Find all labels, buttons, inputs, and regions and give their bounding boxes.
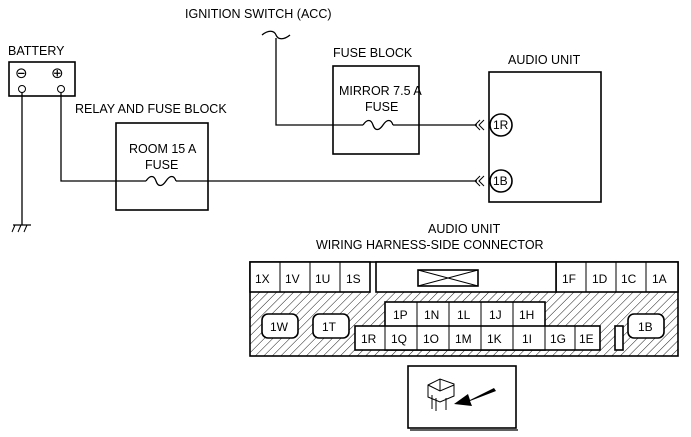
- battery-symbol: ⊖ ⊕: [8, 61, 76, 97]
- mirror-fuse-block: MIRROR 7.5 A FUSE: [332, 65, 422, 155]
- pin-1t: 1T: [322, 320, 337, 334]
- pin-1b: 1B: [638, 320, 653, 334]
- pin-1p: 1P: [393, 308, 408, 322]
- battery-label: BATTERY: [8, 44, 65, 58]
- mirror-fuse-icon: [362, 119, 394, 131]
- connector-arrow-1r-icon: [474, 119, 485, 131]
- audio-terminal-1b: 1B: [493, 174, 508, 188]
- pin-1i: 1I: [522, 332, 532, 346]
- pin-1w: 1W: [270, 320, 289, 334]
- pin-1r: 1R: [361, 332, 377, 346]
- battery-minus-sign: ⊖: [15, 65, 28, 82]
- fuse-block-label: FUSE BLOCK: [333, 46, 413, 60]
- room-fuse-sub-label: FUSE: [145, 158, 178, 172]
- pin-1h: 1H: [519, 308, 534, 322]
- connector-face: [249, 261, 679, 357]
- connector-arrow-1b-icon: [474, 175, 485, 187]
- pin-1f: 1F: [562, 272, 576, 286]
- pin-1e: 1E: [579, 332, 594, 346]
- audio-terminal-1r: 1R: [493, 118, 509, 132]
- room-fuse-icon: [145, 175, 177, 187]
- mirror-fuse-sub-label: FUSE: [365, 100, 398, 114]
- pin-1k: 1K: [487, 332, 502, 346]
- mirror-fuse-label: MIRROR 7.5 A: [339, 84, 422, 98]
- room-fuse-block: ROOM 15 A FUSE: [115, 122, 209, 211]
- audio-unit-label: AUDIO UNIT: [508, 53, 581, 67]
- pin-1l: 1L: [457, 308, 471, 322]
- pin-1n: 1N: [424, 308, 439, 322]
- pin-1u: 1U: [315, 272, 330, 286]
- connector-title: AUDIO UNIT: [428, 222, 501, 236]
- battery-plus-sign: ⊕: [51, 65, 64, 82]
- pin-1s: 1S: [346, 272, 361, 286]
- pin-1o: 1O: [423, 332, 439, 346]
- ground-icon: [11, 224, 31, 233]
- relay-fuse-block-label: RELAY AND FUSE BLOCK: [75, 102, 227, 116]
- pin-1x: 1X: [255, 272, 270, 286]
- pin-1a: 1A: [652, 272, 667, 286]
- connector-subtitle: WIRING HARNESS-SIDE CONNECTOR: [316, 238, 544, 252]
- pin-1g: 1G: [550, 332, 566, 346]
- pin-1q: 1Q: [391, 332, 407, 346]
- ignition-wire-break-icon: [261, 30, 291, 40]
- pin-1m: 1M: [455, 332, 472, 346]
- pin-1v: 1V: [285, 272, 300, 286]
- room-fuse-label: ROOM 15 A: [129, 142, 197, 156]
- connector-view-icon: [407, 365, 518, 431]
- pin-1c: 1C: [621, 272, 637, 286]
- pin-1d: 1D: [592, 272, 608, 286]
- ignition-switch-label: IGNITION SWITCH (ACC): [185, 7, 332, 21]
- pin-1j: 1J: [489, 308, 502, 322]
